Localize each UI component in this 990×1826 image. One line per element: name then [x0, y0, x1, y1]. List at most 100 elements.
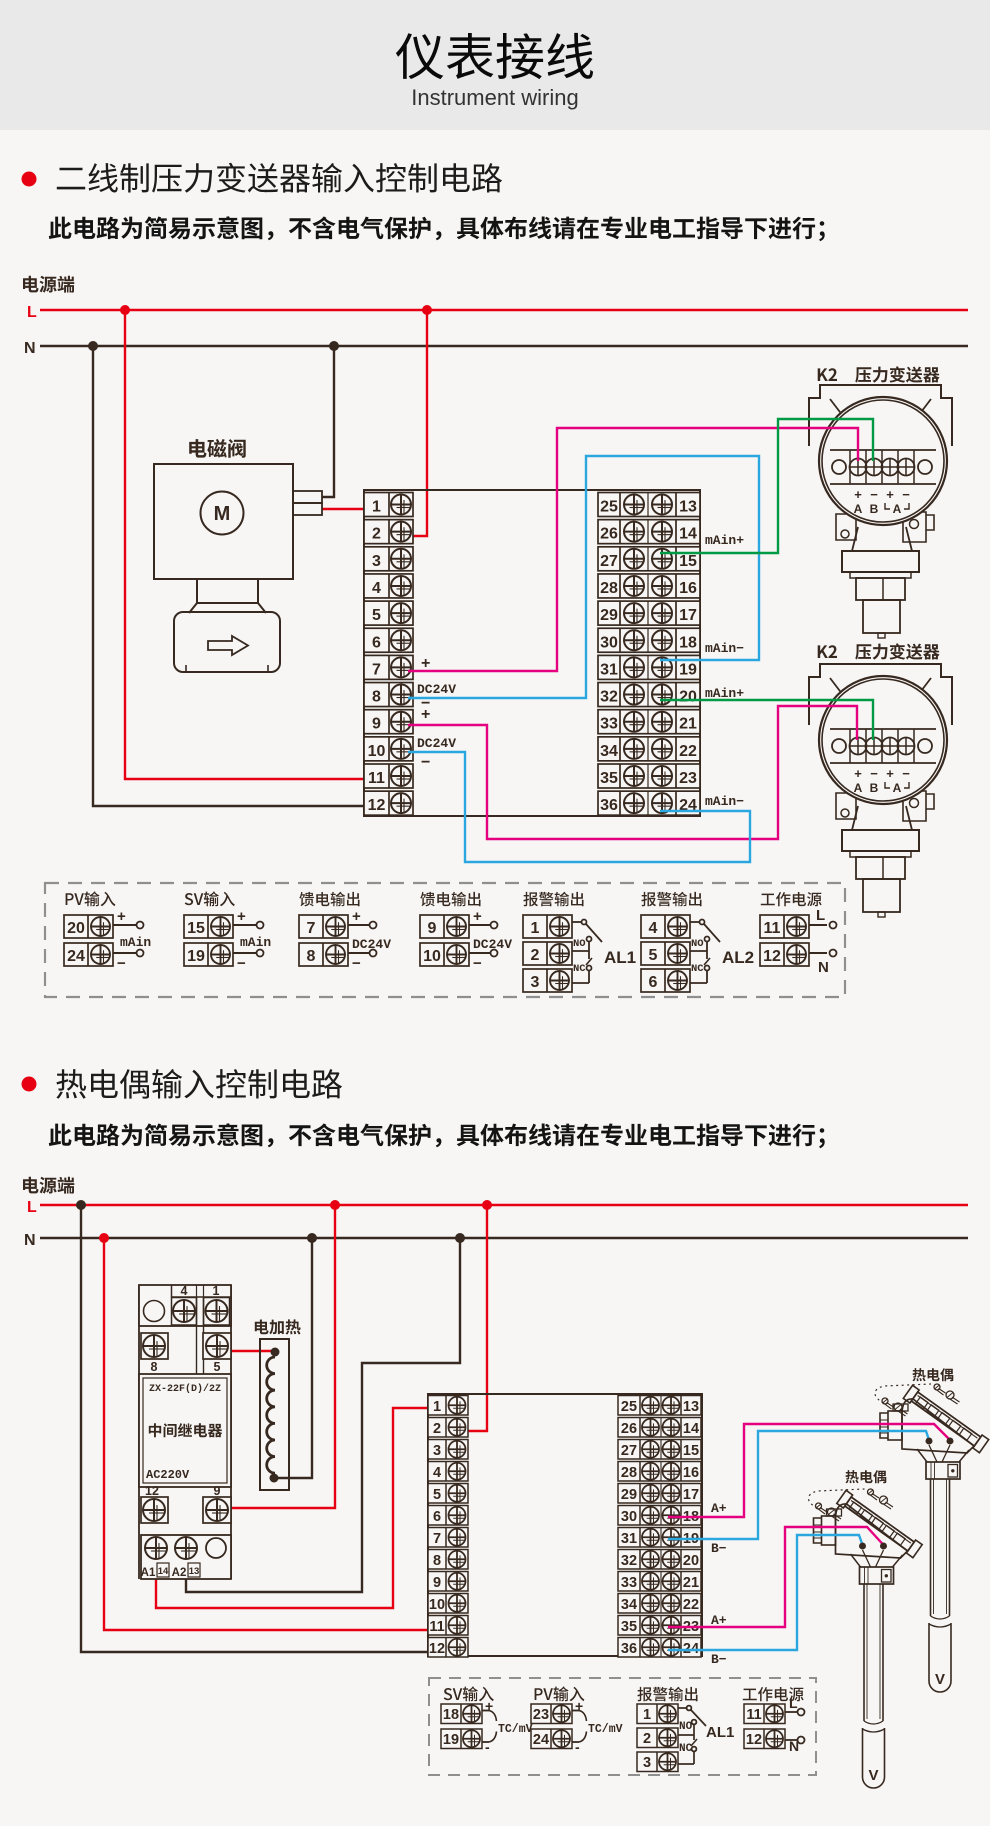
svg-text:28: 28 — [600, 580, 618, 597]
svg-text:19: 19 — [443, 1732, 459, 1748]
svg-text:11: 11 — [746, 1707, 761, 1723]
svg-text:AL1: AL1 — [604, 948, 636, 967]
svg-text:33: 33 — [621, 1575, 637, 1591]
svg-text:16: 16 — [683, 1465, 699, 1481]
svg-text:−: − — [421, 695, 430, 712]
svg-text:Instrument wiring: Instrument wiring — [411, 85, 579, 110]
svg-text:−: − — [870, 766, 878, 781]
svg-text:34: 34 — [600, 743, 618, 760]
svg-text:−: − — [902, 487, 910, 502]
svg-text:10: 10 — [368, 743, 386, 760]
svg-text:5: 5 — [649, 947, 658, 964]
svg-text:V: V — [935, 1671, 945, 1688]
svg-text:3: 3 — [643, 1755, 651, 1771]
svg-text:20: 20 — [679, 689, 697, 706]
svg-text:22: 22 — [679, 743, 697, 760]
svg-text:NO: NO — [691, 938, 704, 950]
svg-text:DC24V: DC24V — [473, 937, 512, 952]
svg-text:28: 28 — [621, 1465, 637, 1481]
svg-text:15: 15 — [679, 553, 697, 570]
svg-text:9: 9 — [428, 920, 437, 937]
svg-text:AL2: AL2 — [722, 948, 754, 967]
svg-text:DC24V: DC24V — [417, 736, 456, 751]
svg-text:3: 3 — [433, 1443, 441, 1459]
svg-text:18: 18 — [679, 634, 697, 651]
svg-text:36: 36 — [600, 797, 618, 814]
svg-text:+: + — [421, 706, 430, 723]
svg-text:A2: A2 — [172, 1567, 187, 1579]
svg-text:11: 11 — [429, 1619, 444, 1635]
svg-text:A: A — [854, 502, 863, 516]
svg-text:+: + — [886, 487, 894, 502]
svg-text:17: 17 — [683, 1487, 699, 1503]
svg-text:NO: NO — [573, 938, 586, 950]
svg-text:30: 30 — [621, 1509, 637, 1525]
svg-text:B−: B− — [711, 1541, 727, 1556]
svg-text:8: 8 — [372, 689, 381, 706]
svg-text:A: A — [893, 781, 902, 795]
svg-text:mAin: mAin — [120, 935, 151, 950]
svg-text:15: 15 — [683, 1443, 699, 1459]
svg-text:11: 11 — [764, 920, 781, 937]
svg-text:2: 2 — [531, 947, 540, 964]
svg-text:−: − — [421, 754, 430, 771]
svg-text:DC24V: DC24V — [352, 937, 391, 952]
svg-text:−: − — [473, 955, 482, 972]
svg-text:mAin−: mAin− — [705, 794, 744, 809]
svg-text:8: 8 — [433, 1553, 441, 1569]
svg-text:N: N — [24, 340, 36, 357]
svg-text:2: 2 — [372, 526, 381, 543]
svg-text:1: 1 — [372, 499, 381, 516]
svg-text:B−: B− — [711, 1652, 727, 1667]
svg-text:26: 26 — [600, 526, 618, 543]
svg-text:34: 34 — [621, 1597, 637, 1613]
svg-text:15: 15 — [187, 920, 205, 937]
svg-text:TC/mV: TC/mV — [498, 1723, 533, 1736]
svg-text:14: 14 — [683, 1421, 699, 1437]
svg-text:14: 14 — [158, 1566, 169, 1577]
svg-text:17: 17 — [679, 607, 697, 624]
svg-text:−: − — [870, 487, 878, 502]
svg-text:19: 19 — [187, 948, 205, 965]
svg-text:A: A — [893, 502, 902, 516]
svg-text:1: 1 — [213, 1284, 220, 1298]
svg-text:NC: NC — [679, 1743, 693, 1755]
svg-text:+: + — [237, 908, 246, 925]
svg-text:24: 24 — [67, 948, 85, 965]
svg-text:12: 12 — [763, 948, 781, 965]
svg-text:31: 31 — [621, 1531, 637, 1547]
svg-text:8: 8 — [307, 948, 316, 965]
svg-text:10: 10 — [429, 1597, 445, 1613]
svg-text:TC/mV: TC/mV — [588, 1723, 623, 1736]
svg-text:A1: A1 — [141, 1567, 156, 1579]
svg-text:7: 7 — [307, 920, 316, 937]
svg-text:mAin+: mAin+ — [705, 533, 744, 548]
svg-text:12: 12 — [746, 1732, 762, 1748]
svg-text:NO: NO — [679, 1721, 693, 1733]
svg-text:−: − — [237, 955, 246, 972]
svg-text:L: L — [816, 907, 825, 924]
svg-text:14: 14 — [679, 526, 697, 543]
svg-text:+: + — [854, 766, 862, 781]
svg-text:22: 22 — [683, 1597, 699, 1613]
svg-text:mAin−: mAin− — [705, 641, 744, 656]
svg-text:L: L — [789, 1695, 798, 1711]
svg-text:11: 11 — [368, 770, 385, 787]
svg-text:10: 10 — [423, 948, 441, 965]
svg-text:12: 12 — [429, 1641, 445, 1657]
svg-text:32: 32 — [600, 689, 618, 706]
svg-text:23: 23 — [533, 1707, 549, 1723]
svg-text:31: 31 — [600, 661, 618, 678]
svg-text:8: 8 — [151, 1360, 158, 1374]
svg-text:1: 1 — [643, 1707, 651, 1723]
svg-text:21: 21 — [679, 716, 697, 733]
svg-text:21: 21 — [683, 1575, 699, 1591]
svg-text:L: L — [27, 1199, 37, 1216]
svg-text:29: 29 — [621, 1487, 637, 1503]
svg-text:−: − — [117, 955, 126, 972]
svg-text:25: 25 — [621, 1399, 637, 1415]
svg-text:+: + — [352, 908, 361, 925]
svg-text:NC: NC — [573, 963, 586, 975]
svg-text:A+: A+ — [711, 1613, 727, 1628]
svg-text:7: 7 — [433, 1531, 441, 1547]
